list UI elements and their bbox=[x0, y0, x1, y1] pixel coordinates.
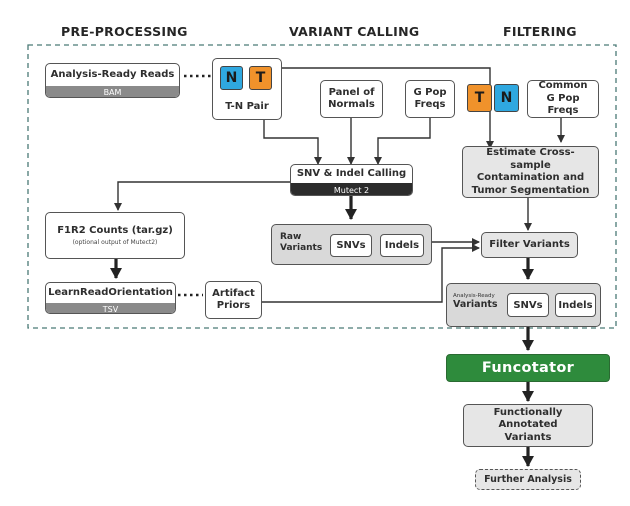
analysis-ready-variants-label: Variants bbox=[453, 299, 498, 310]
further-analysis-node: Further Analysis bbox=[475, 469, 581, 490]
funcotator-node: Funcotator bbox=[446, 354, 610, 382]
f1r2-counts-node: F1R2 Counts (tar.gz) (optional output of… bbox=[45, 212, 185, 259]
learn-read-orientation-label: LearnReadOrientation bbox=[48, 287, 173, 298]
normal-sample-tile: N bbox=[220, 66, 243, 90]
header-filtering: FILTERING bbox=[503, 24, 577, 39]
raw-variants-label: Raw Variants bbox=[280, 232, 323, 253]
analysis-ready-small-label: Analysis-Ready bbox=[453, 293, 495, 299]
analysis-ready-indels-node: Indels bbox=[555, 293, 596, 317]
tumor-sample-tile-filtering: T bbox=[467, 84, 492, 112]
panel-of-normals-node: Panel of Normals bbox=[320, 80, 383, 118]
snv-indel-calling-node: SNV & Indel Calling Mutect 2 bbox=[290, 164, 413, 196]
header-variant-calling: VARIANT CALLING bbox=[289, 24, 420, 39]
header-preprocessing: PRE-PROCESSING bbox=[61, 24, 188, 39]
functionally-annotated-variants-node: Functionally Annotated Variants bbox=[463, 404, 593, 447]
analysis-ready-snvs-node: SNVs bbox=[507, 293, 549, 317]
learn-read-orientation-node: LearnReadOrientation TSV bbox=[45, 282, 176, 314]
raw-variants-group: Raw Variants SNVs Indels bbox=[271, 224, 432, 265]
g-pop-freqs-node: G Pop Freqs bbox=[405, 80, 455, 118]
analysis-ready-reads-node: Analysis-Ready Reads BAM bbox=[45, 63, 180, 98]
snv-indel-calling-label: SNV & Indel Calling bbox=[296, 168, 407, 179]
workflow-frame bbox=[27, 44, 617, 329]
analysis-ready-reads-label: Analysis-Ready Reads bbox=[50, 69, 175, 80]
tumor-sample-tile: T bbox=[249, 66, 272, 90]
raw-snvs-node: SNVs bbox=[330, 234, 372, 257]
f1r2-counts-label: F1R2 Counts (tar.gz) bbox=[57, 225, 173, 236]
normal-sample-tile-filtering: N bbox=[494, 84, 519, 112]
analysis-ready-reads-format: BAM bbox=[46, 86, 179, 97]
common-g-pop-freqs-node: Common G Pop Freqs bbox=[527, 80, 599, 118]
f1r2-counts-note: (optional output of Mutect2) bbox=[72, 239, 158, 246]
estimate-contamination-node: Estimate Cross-sample Contamination and … bbox=[462, 146, 599, 198]
mutect2-tool-label: Mutect 2 bbox=[291, 183, 412, 195]
tn-pair-label: T-N Pair bbox=[225, 100, 269, 112]
raw-indels-node: Indels bbox=[380, 234, 424, 257]
artifact-priors-node: Artifact Priors bbox=[205, 281, 262, 319]
learn-read-orientation-format: TSV bbox=[46, 303, 175, 313]
analysis-ready-variants-group: Analysis-Ready Variants SNVs Indels bbox=[446, 283, 601, 327]
analysis-ready-variants-label-group: Analysis-Ready Variants bbox=[453, 293, 498, 310]
filter-variants-node: Filter Variants bbox=[481, 232, 578, 258]
